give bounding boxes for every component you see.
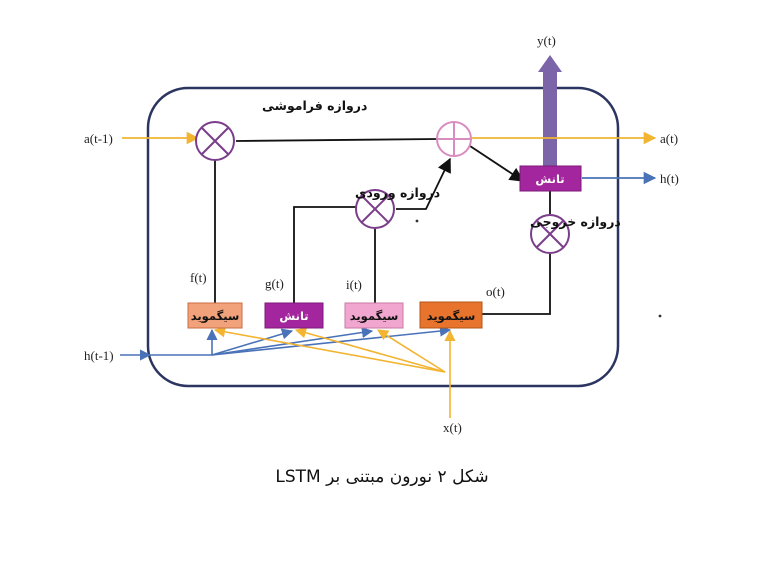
x-input-connections xyxy=(213,326,456,418)
input-sigmoid-box: سیگموید xyxy=(344,302,404,329)
output-gate-label: دروازه خروجی xyxy=(530,214,621,229)
stray-dot xyxy=(415,219,419,223)
tanh-output-box: تانش xyxy=(519,165,582,192)
tanh-candidate-box: تانش xyxy=(264,302,324,329)
forget-sigmoid-box: سیگموید xyxy=(187,302,243,329)
stray-dot xyxy=(658,314,662,318)
output-sigmoid-box: سیگموید xyxy=(419,301,483,329)
output-sigmoid-label: سیگموید xyxy=(427,309,476,324)
g-signal-label: g(t) xyxy=(265,276,284,291)
internal-connections xyxy=(214,138,551,315)
input-gate-label: دروازه ورودی xyxy=(355,185,440,200)
forget-gate-label: دروازه فراموشی xyxy=(262,98,367,113)
output-multiply-operator xyxy=(530,214,570,254)
cell-add-operator xyxy=(436,121,472,157)
tanh-output-label: تانش xyxy=(535,172,564,186)
y-output-label: y(t) xyxy=(537,33,556,48)
tanh-candidate-label: تانش xyxy=(279,309,308,323)
h-prev-connections xyxy=(120,325,452,361)
input-multiply-operator xyxy=(355,189,395,229)
f-signal-label: f(t) xyxy=(190,270,207,285)
o-signal-label: o(t) xyxy=(486,284,505,299)
x-input-label: x(t) xyxy=(443,420,462,435)
lstm-cell-border xyxy=(146,86,620,388)
figure-caption: شکل ۲ نورون مبتنی بر LSTM xyxy=(275,467,488,487)
i-signal-label: i(t) xyxy=(346,277,362,292)
a-prev-label: a(t-1) xyxy=(84,131,113,146)
input-sigmoid-label: سیگموید xyxy=(350,309,399,324)
forget-multiply-operator xyxy=(195,121,235,161)
a-output-label: a(t) xyxy=(660,131,678,146)
forget-sigmoid-label: سیگموید xyxy=(191,309,240,324)
y-output-arrow xyxy=(538,55,562,166)
h-output-label: h(t) xyxy=(660,171,679,186)
h-prev-label: h(t-1) xyxy=(84,348,114,363)
